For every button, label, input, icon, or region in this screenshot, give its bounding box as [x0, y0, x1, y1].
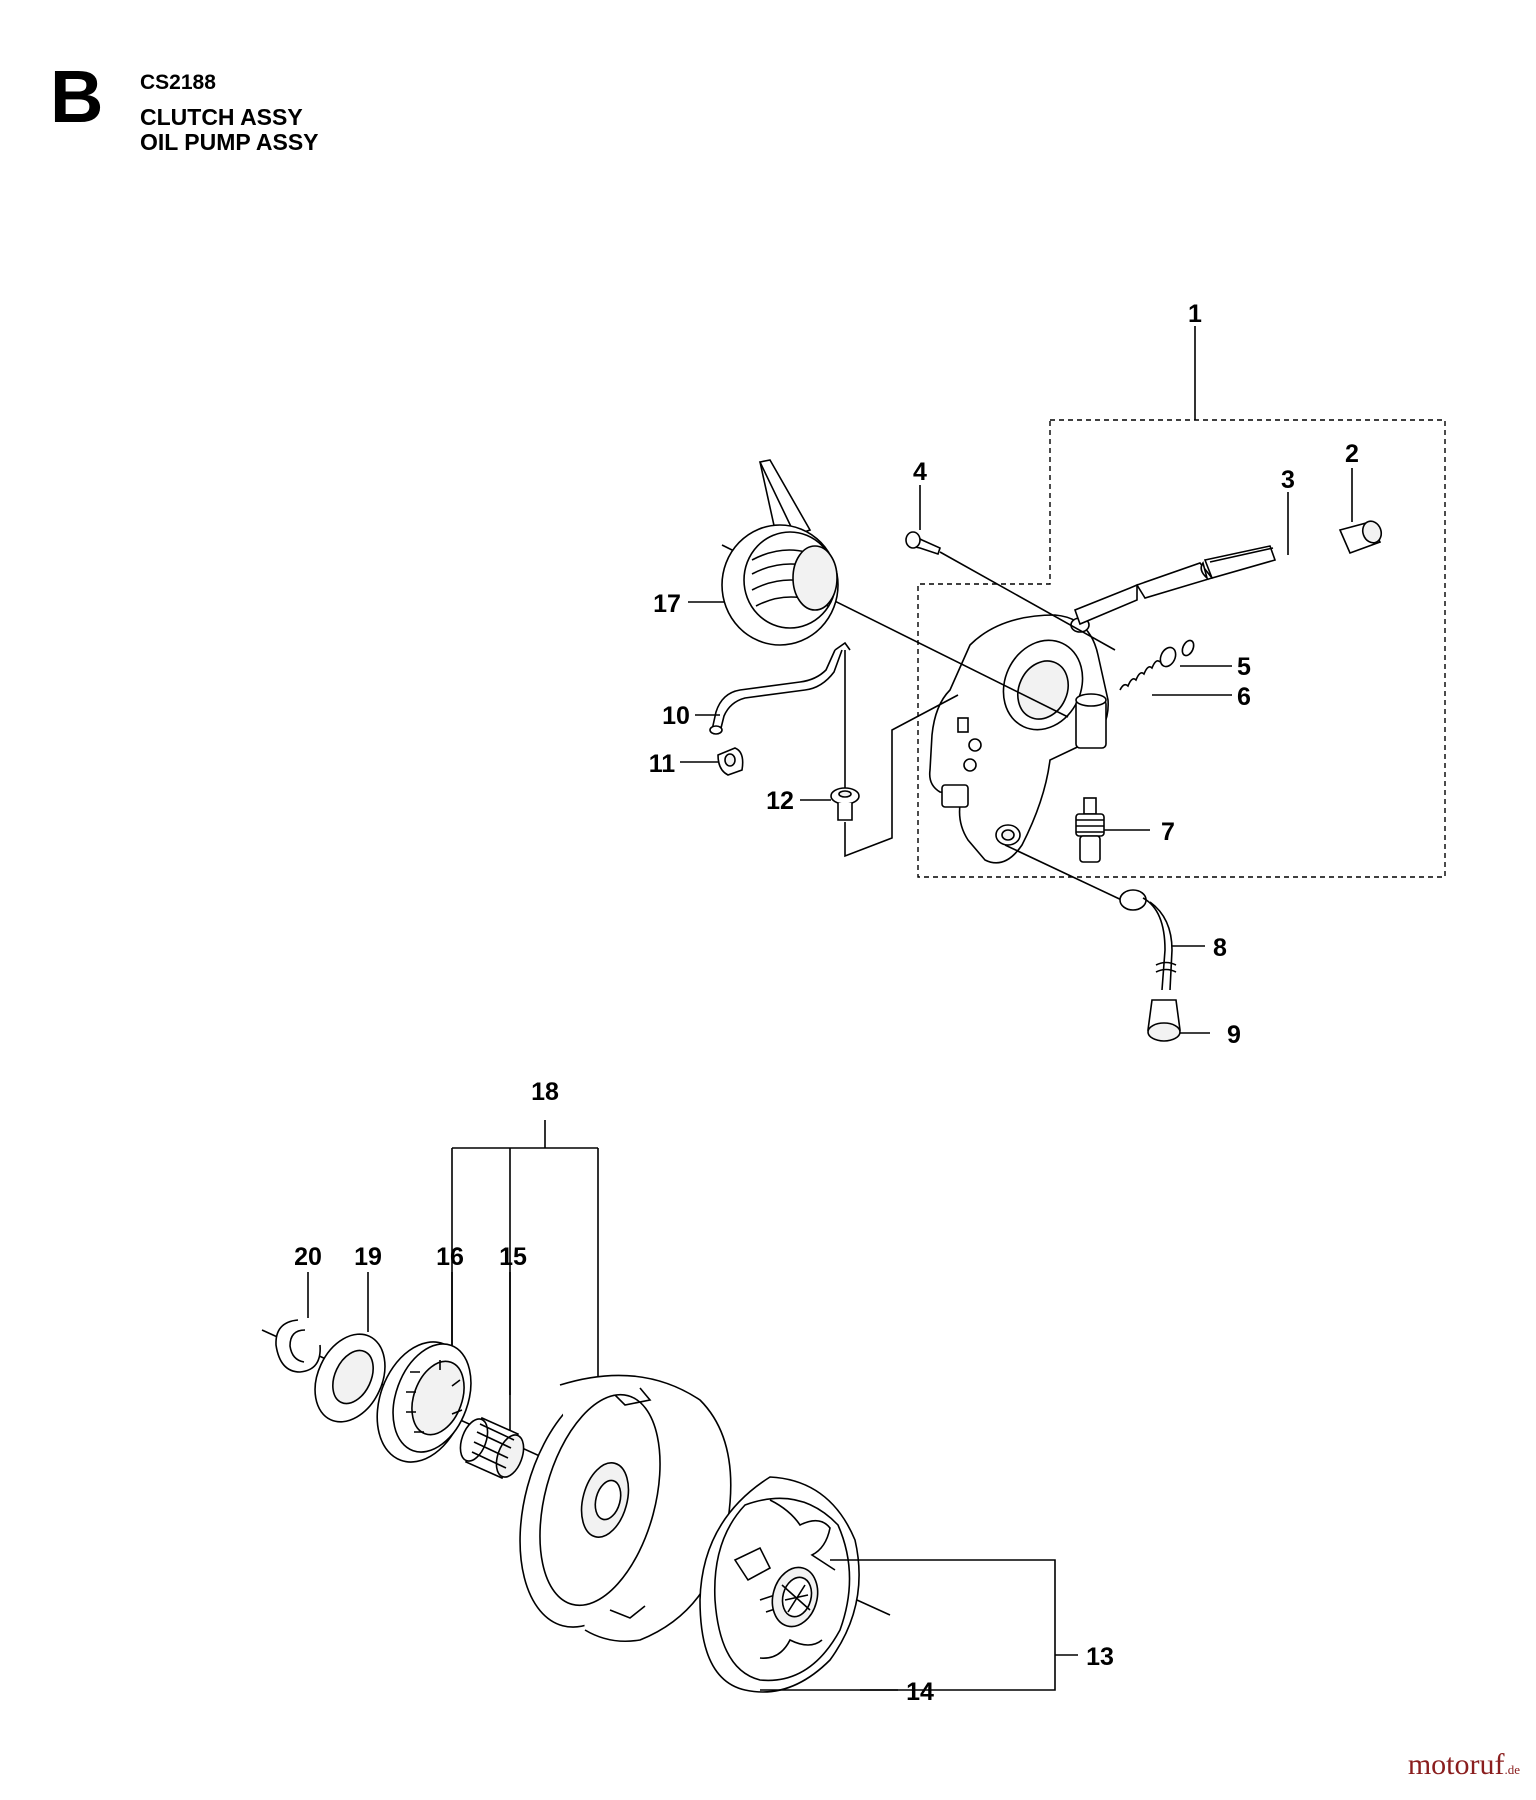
callout-16: 16 — [436, 1243, 464, 1271]
callout-11: 11 — [649, 750, 676, 778]
worm-gear-17 — [721, 459, 839, 646]
screw-4 — [905, 531, 941, 556]
valve-7 — [1075, 797, 1105, 863]
clip-11 — [717, 747, 744, 776]
clutch-assembly — [261, 1120, 1078, 1693]
hose-axis — [1004, 844, 1129, 904]
rim-sprocket-16 — [376, 1341, 472, 1463]
callout-12: 12 — [766, 787, 794, 815]
section-letter: B — [50, 55, 104, 138]
callout-15: 15 — [499, 1243, 527, 1271]
title-clutch-assy: CLUTCH ASSY — [140, 104, 303, 130]
spring-6 — [1119, 660, 1161, 691]
title-oil-pump-assy: OIL PUMP ASSY — [140, 129, 319, 155]
hose-8 — [1119, 889, 1177, 991]
filter-9 — [1147, 999, 1181, 1042]
needle-bearing-15 — [459, 1416, 525, 1480]
pump-body — [928, 614, 1109, 864]
callout-4: 4 — [913, 458, 927, 486]
cap-2 — [1338, 520, 1383, 555]
callout-18: 18 — [531, 1078, 559, 1106]
grommet-12 — [830, 787, 860, 821]
callout-14: 14 — [906, 1678, 934, 1706]
screw-4-axis — [939, 551, 1116, 651]
callout-19: 19 — [354, 1243, 382, 1271]
washer-5 — [1159, 646, 1177, 668]
callout-5: 5 — [1237, 653, 1251, 681]
callout-1: 1 — [1188, 300, 1202, 328]
callout-3: 3 — [1281, 466, 1295, 494]
washer-19 — [314, 1333, 386, 1423]
callout-17: 17 — [653, 590, 681, 618]
callout-10: 10 — [662, 702, 690, 730]
oil-pump-assembly — [680, 326, 1446, 1042]
assembly-1-boundary — [917, 419, 1446, 878]
callout-7: 7 — [1161, 818, 1175, 846]
plunger-3 — [1073, 545, 1277, 626]
callout-2: 2 — [1345, 440, 1359, 468]
callout-labels: 1 2 3 4 5 6 7 8 9 10 11 12 13 14 15 16 1… — [294, 300, 1359, 1706]
washer-5b — [1181, 639, 1195, 657]
watermark-logo: motoruf.de — [1408, 1748, 1520, 1782]
watermark-brand: motoruf — [1407, 1748, 1505, 1781]
bracket-13 — [830, 1559, 1078, 1691]
callout-8: 8 — [1213, 934, 1227, 962]
clutch-shoes-13 — [699, 1476, 860, 1693]
callout-20: 20 — [294, 1243, 322, 1271]
clutch-drum-18 — [519, 1374, 732, 1643]
model-code: CS2188 — [140, 71, 216, 94]
bracket-18 — [451, 1120, 599, 1395]
callout-6: 6 — [1237, 683, 1251, 711]
pipe-bracket — [844, 694, 959, 858]
watermark-suffix: .de — [1504, 1762, 1520, 1777]
callout-9: 9 — [1227, 1021, 1241, 1049]
pipe-10 — [709, 641, 851, 735]
circlip-20 — [275, 1319, 321, 1373]
callout-13: 13 — [1086, 1643, 1114, 1671]
